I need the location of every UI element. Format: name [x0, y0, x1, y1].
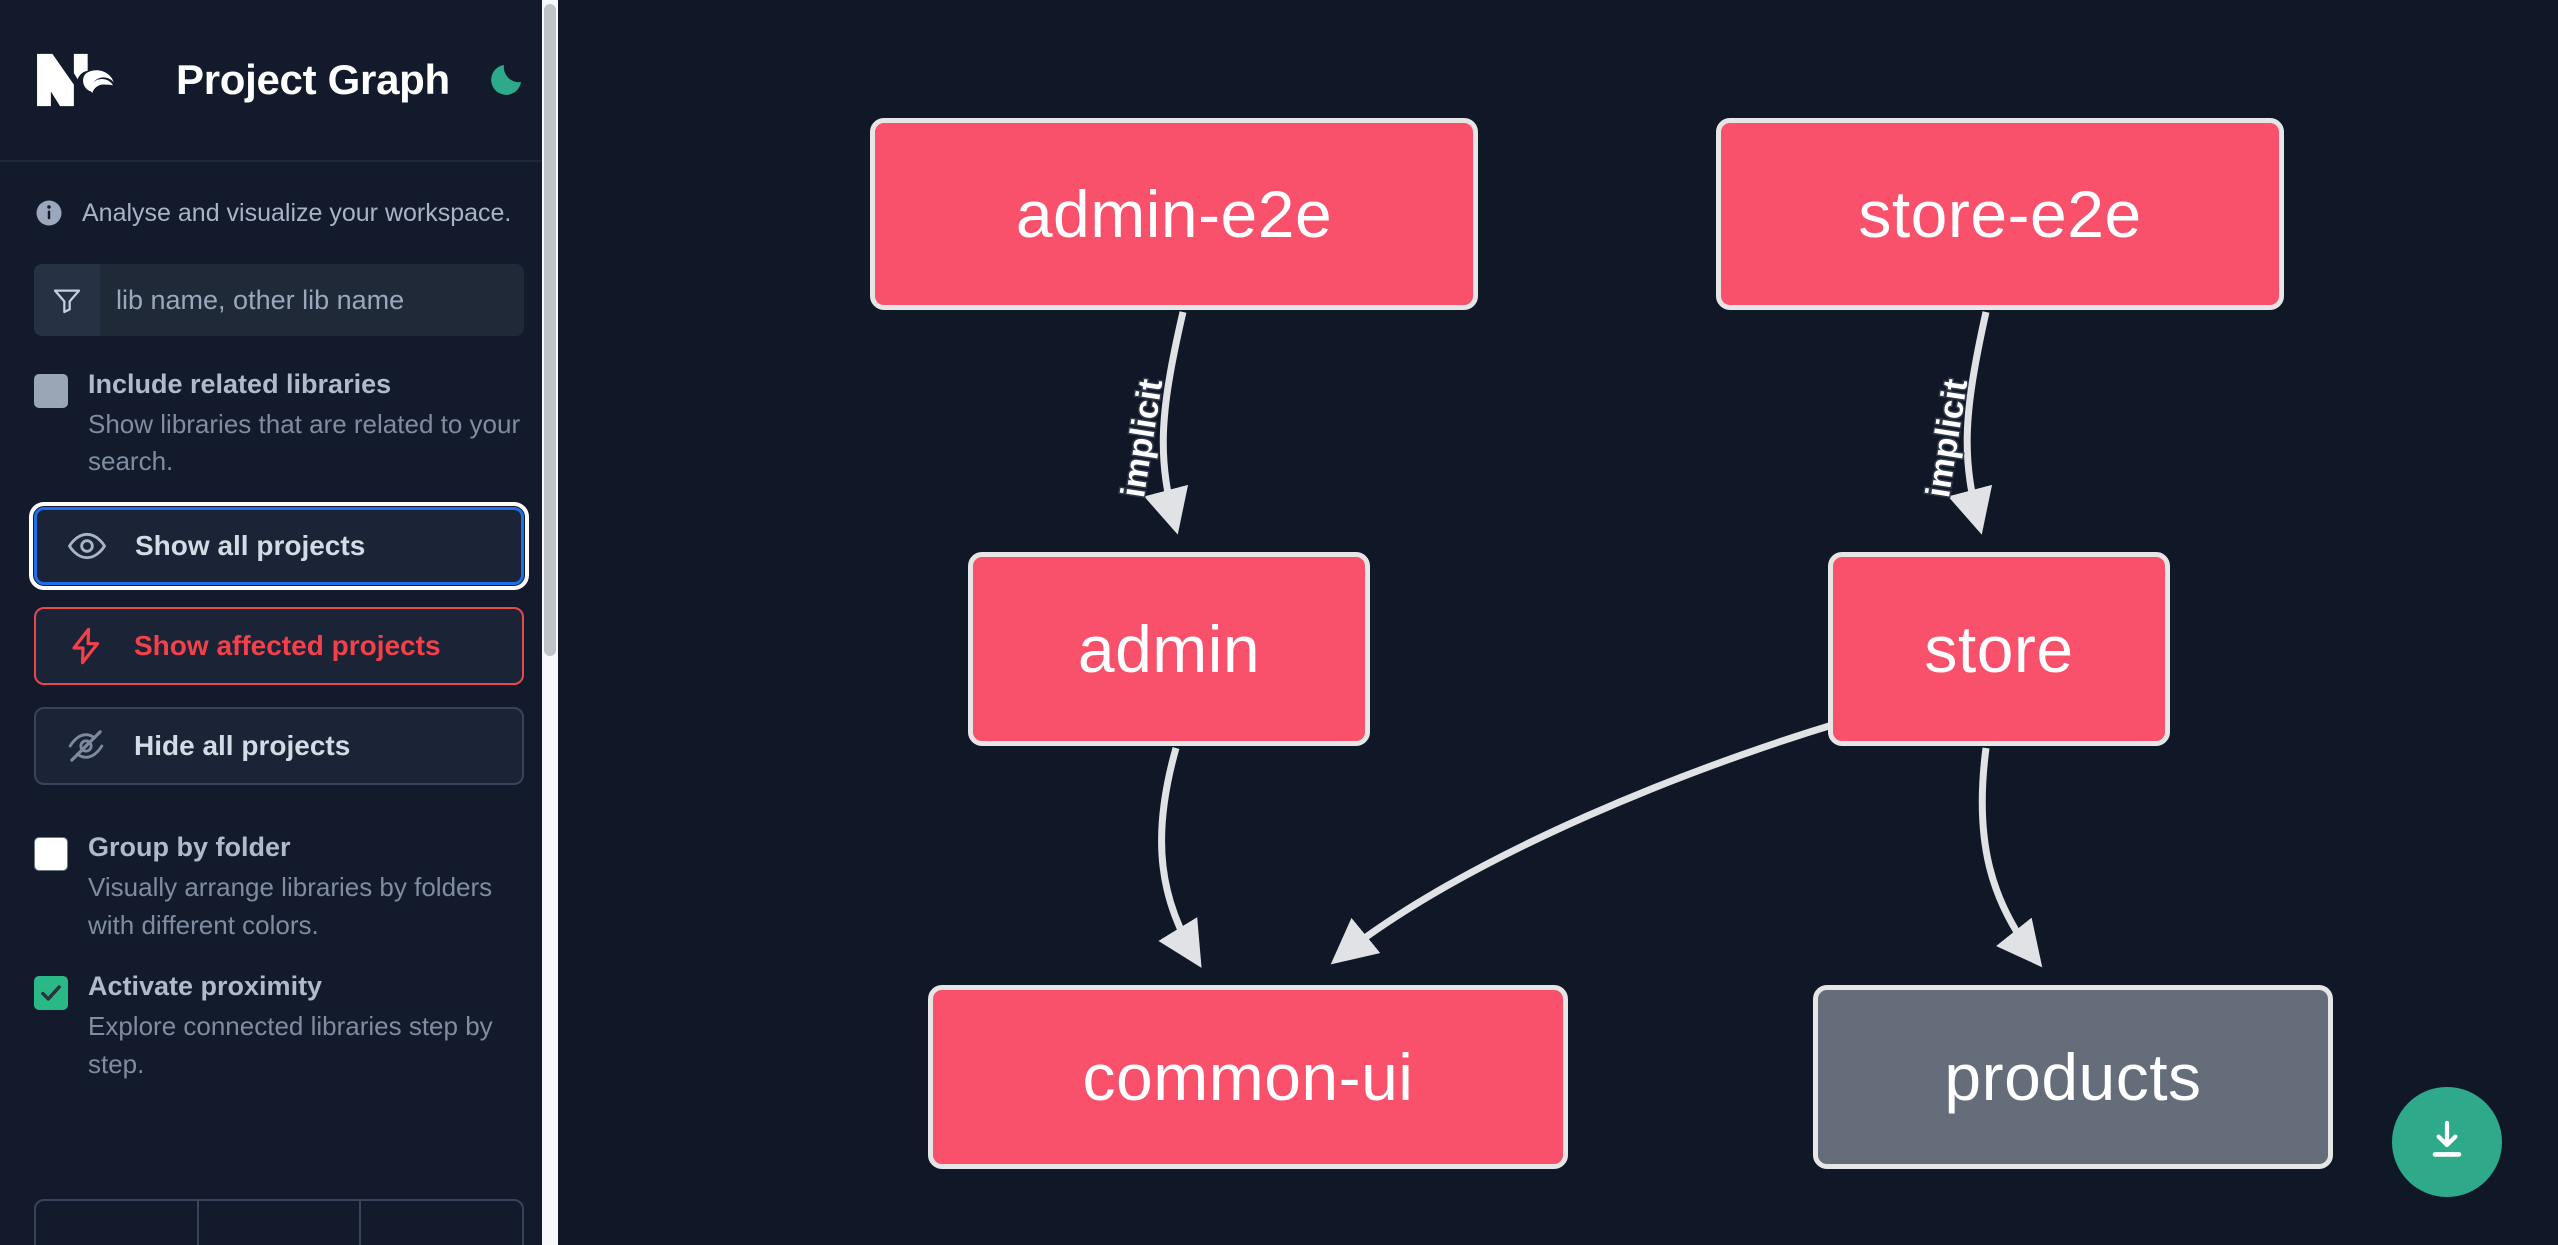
show-all-projects-label: Show all projects — [135, 530, 366, 562]
graph-edges-layer: implicit implicit — [1113, 311, 2043, 968]
option-activate-proximity[interactable]: Activate proximity Explore connected lib… — [34, 970, 524, 1083]
sidebar-scrollbar-track[interactable] — [542, 0, 558, 1245]
download-graph-button[interactable] — [2392, 1087, 2502, 1197]
moon-icon[interactable] — [486, 58, 526, 102]
graph-node-label: store-e2e — [1858, 177, 2142, 251]
sidebar-header: Project Graph — [0, 0, 558, 162]
graph-node-common-ui[interactable]: common-ui — [928, 985, 1568, 1169]
funnel-filter-icon — [34, 264, 100, 336]
graph-node-label: store — [1924, 612, 2074, 686]
filter-search-box[interactable] — [34, 264, 524, 336]
show-all-projects-button[interactable]: Show all projects — [29, 502, 529, 591]
activate-proximity-label: Activate proximity — [88, 971, 323, 1002]
eye-off-icon — [64, 724, 108, 768]
option-group-by-folder[interactable]: Group by folder Visually arrange librari… — [34, 831, 524, 944]
sidebar: Project Graph Analyse and visualize your… — [0, 0, 558, 1245]
edge-admin-to-common-ui[interactable] — [1158, 747, 1202, 968]
sidebar-body: Analyse and visualize your workspace. In… — [0, 162, 558, 1083]
graph-node-label: admin — [1077, 612, 1261, 686]
option-include-related-libraries[interactable]: Include related libraries Show libraries… — [34, 368, 524, 481]
proximity-stepper-group[interactable] — [34, 1199, 524, 1245]
group-by-folder-checkbox[interactable] — [34, 837, 68, 872]
edge-store-to-products[interactable] — [1978, 747, 2043, 968]
group-by-folder-label: Group by folder — [88, 832, 291, 863]
tagline: Analyse and visualize your workspace. — [34, 162, 524, 264]
tagline-text: Analyse and visualize your workspace. — [82, 198, 512, 227]
hide-all-projects-label: Hide all projects — [134, 730, 351, 762]
edge-store-e2e-to-store[interactable]: implicit — [1918, 311, 1993, 535]
edge-admin-e2e-to-admin[interactable]: implicit — [1113, 311, 1189, 535]
include-related-libraries-label: Include related libraries — [88, 369, 392, 399]
search-input[interactable] — [100, 264, 524, 336]
show-affected-projects-label: Show affected projects — [134, 630, 441, 662]
group-by-folder-description: Visually arrange libraries by folders wi… — [88, 871, 493, 940]
graph-node-label: common-ui — [1082, 1040, 1414, 1114]
activate-proximity-checkbox[interactable] — [34, 976, 68, 1011]
lightning-bolt-icon — [64, 624, 108, 668]
activate-proximity-description: Explore connected libraries step by step… — [88, 1011, 493, 1079]
include-related-libraries-checkbox[interactable] — [34, 374, 68, 408]
graph-node-store-e2e[interactable]: store-e2e — [1716, 118, 2284, 310]
download-icon — [2423, 1116, 2471, 1169]
proximity-step-increase[interactable] — [361, 1201, 522, 1245]
info-icon — [34, 198, 64, 228]
graph-node-label: products — [1944, 1040, 2202, 1114]
page-title: Project Graph — [176, 56, 450, 103]
sidebar-scrollbar-thumb[interactable] — [544, 4, 556, 656]
graph-node-admin[interactable]: admin — [968, 552, 1370, 746]
include-related-libraries-description: Show libraries that are related to your … — [88, 408, 521, 477]
hide-all-projects-button[interactable]: Hide all projects — [34, 707, 524, 786]
graph-canvas[interactable]: implicit implicit admin-e2e — [558, 0, 2558, 1245]
proximity-step-decrease[interactable] — [36, 1201, 199, 1245]
graph-node-label: admin-e2e — [1015, 177, 1333, 251]
show-affected-projects-button[interactable]: Show affected projects — [34, 607, 524, 686]
nx-logo-icon — [34, 49, 126, 111]
graph-node-store[interactable]: store — [1828, 552, 2170, 746]
check-icon — [41, 985, 61, 1001]
graph-node-products[interactable]: products — [1813, 985, 2333, 1169]
graph-node-admin-e2e[interactable]: admin-e2e — [870, 118, 1478, 310]
edge-store-to-common-ui[interactable] — [1330, 702, 1899, 965]
eye-icon — [65, 524, 109, 568]
proximity-step-value[interactable] — [199, 1201, 362, 1245]
